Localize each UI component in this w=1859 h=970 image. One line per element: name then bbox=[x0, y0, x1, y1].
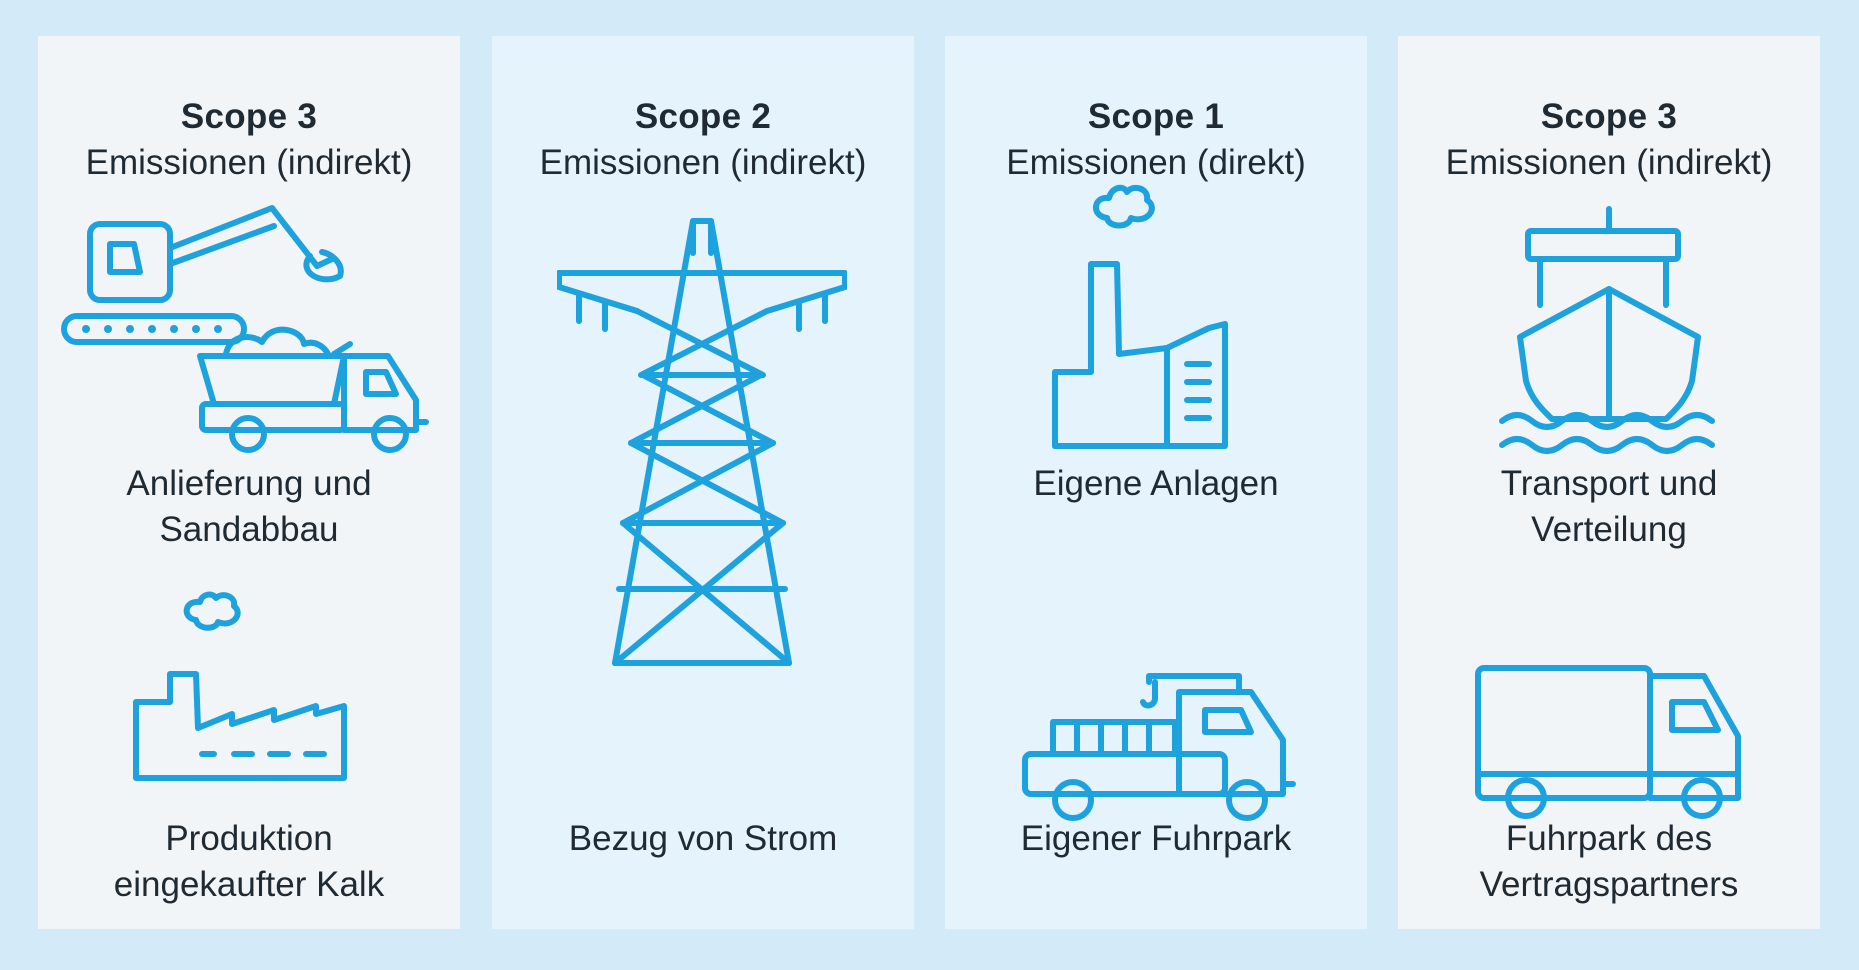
column-scope3-upstream: Scope 3 Emissionen (indirekt) Anlieferun… bbox=[38, 36, 460, 929]
item-label: Eigener Fuhrpark bbox=[1020, 819, 1292, 858]
item-label: Anlieferung und Sandabbau bbox=[126, 464, 372, 549]
scope-title: Scope 3 bbox=[180, 97, 318, 136]
item-label: Eigene Anlagen bbox=[1033, 464, 1279, 503]
scope-title: Scope 1 bbox=[1087, 97, 1225, 136]
item-label: Produktion eingekaufter Kalk bbox=[113, 819, 385, 904]
column-scope1: Scope 1 Emissionen (direkt) Eigene Anlag… bbox=[945, 36, 1367, 929]
power-pylon-icon bbox=[557, 218, 847, 666]
plant-building-icon bbox=[1052, 184, 1228, 449]
item-label: Fuhrpark des Vertragspartners bbox=[1479, 819, 1739, 904]
factory-icon bbox=[133, 591, 347, 781]
scope-title: Scope 3 bbox=[1540, 97, 1678, 136]
emission-type: Emissionen (direkt) bbox=[1006, 143, 1306, 182]
column-scope2: Scope 2 Emissionen (indirekt) Bezug von … bbox=[492, 36, 914, 929]
emission-type: Emissionen (indirekt) bbox=[85, 143, 413, 182]
delivery-truck-icon bbox=[1475, 665, 1741, 819]
scope-title: Scope 2 bbox=[634, 97, 772, 136]
ship-icon bbox=[1499, 206, 1715, 454]
excavator-truck-icon bbox=[61, 205, 429, 453]
item-label: Bezug von Strom bbox=[568, 819, 838, 858]
column-header: Scope 3 Emissionen (indirekt) bbox=[38, 94, 460, 186]
item-label: Transport und Verteilung bbox=[1500, 464, 1718, 549]
column-scope3-downstream: Scope 3 Emissionen (indirekt) Transport … bbox=[1398, 36, 1820, 929]
emission-type: Emissionen (indirekt) bbox=[1445, 143, 1773, 182]
column-header: Scope 3 Emissionen (indirekt) bbox=[1398, 94, 1820, 186]
column-header: Scope 2 Emissionen (indirekt) bbox=[492, 94, 914, 186]
crane-truck-icon bbox=[1022, 673, 1296, 821]
column-header: Scope 1 Emissionen (direkt) bbox=[945, 94, 1367, 186]
emission-type: Emissionen (indirekt) bbox=[539, 143, 867, 182]
